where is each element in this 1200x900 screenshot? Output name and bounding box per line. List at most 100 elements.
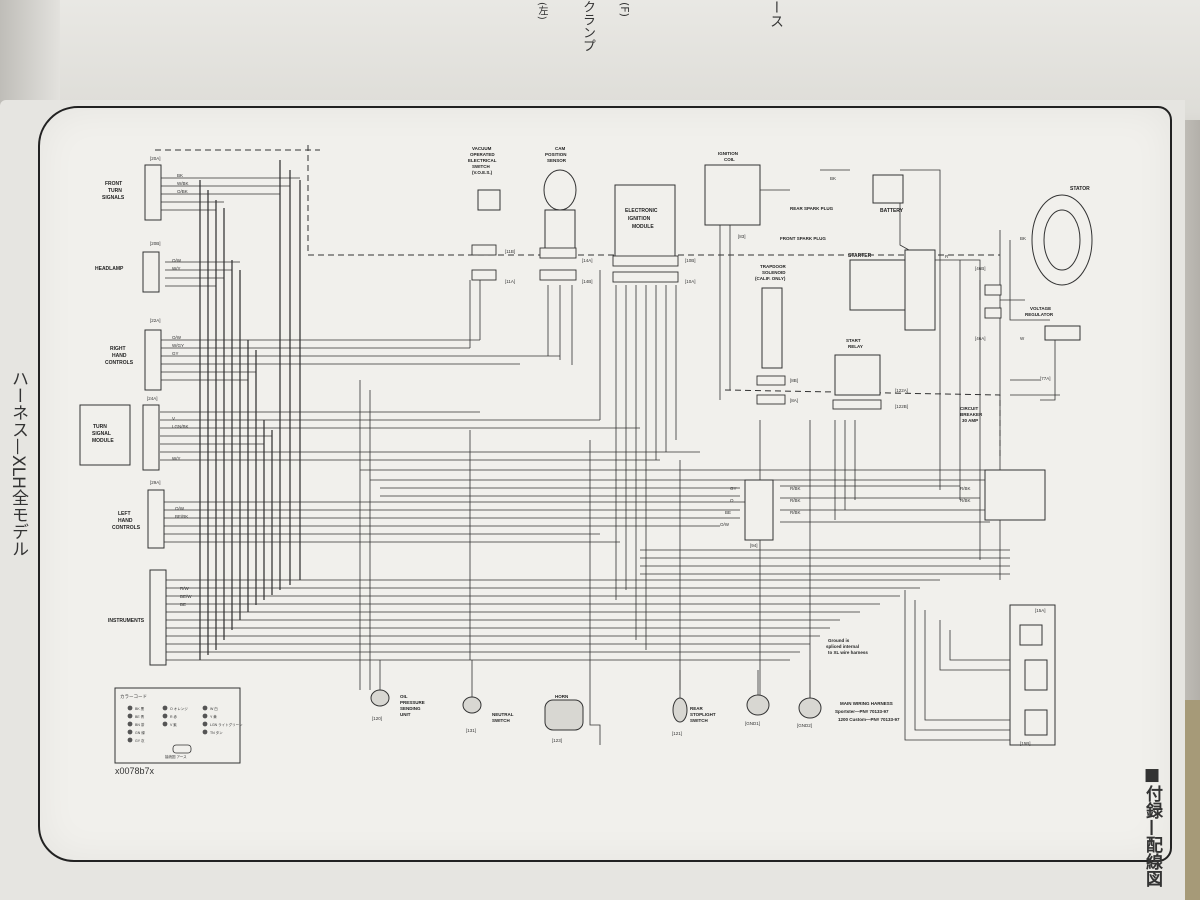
svg-text:[94]: [94]	[750, 543, 758, 548]
svg-text:[46A]: [46A]	[975, 336, 986, 341]
svg-text:O オレンジ: O オレンジ	[170, 706, 188, 711]
gnd2	[798, 697, 822, 719]
svg-text:BK 黒: BK 黒	[135, 707, 145, 711]
neutral-switch	[462, 696, 482, 714]
connector-codes: [11B] [11A] [14A] [14B] [10B] [10A] [83]…	[147, 156, 1051, 746]
svg-text:R/BK: R/BK	[960, 498, 971, 503]
svg-text:[77A]: [77A]	[1040, 376, 1051, 381]
right-vertical-title: ■付録—配線図	[1142, 765, 1162, 887]
plug-turn-module	[142, 404, 160, 471]
label-ignition-coil: IGNITION COIL	[718, 151, 739, 162]
svg-text:[122B]: [122B]	[895, 404, 908, 409]
connector-blocks	[471, 244, 1002, 410]
svg-text:[121]: [121]	[672, 731, 682, 736]
svg-text:[20A]: [20A]	[150, 156, 161, 161]
label-headlamp: HEADLAMP	[95, 266, 124, 272]
svg-text:[83]: [83]	[738, 234, 746, 239]
svg-text:R 赤: R 赤	[170, 714, 178, 719]
wire-codes: BK W/BK O/BK O/W W/Y O/W W/GY GY V LGN/B…	[172, 173, 1026, 607]
trapdoor-body	[761, 287, 783, 369]
svg-text:BN 茶: BN 茶	[135, 722, 145, 727]
svg-text:W/Y: W/Y	[172, 266, 181, 271]
svg-text:接続図 アース: 接続図 アース	[165, 754, 187, 759]
svg-text:GN 緑: GN 緑	[135, 730, 145, 735]
voes-body	[477, 189, 501, 211]
svg-text:[10B]: [10B]	[685, 258, 696, 263]
label-cam: CAM POSITION SENSOR	[545, 146, 568, 163]
jp-frag-1: クランプ	[580, 0, 595, 52]
jp-frag-4: (F)	[618, 2, 631, 17]
svg-text:[GND1]: [GND1]	[745, 721, 760, 726]
svg-text:BE/W: BE/W	[180, 594, 192, 599]
svg-text:TN タン: TN タン	[210, 730, 223, 735]
svg-text:[120]: [120]	[372, 716, 382, 721]
rear-stoplight-switch	[672, 697, 688, 723]
svg-text:[11A]: [11A]	[505, 279, 515, 284]
label-front-spark: FRONT SPARK PLUG	[780, 236, 826, 241]
svg-text:[15A]: [15A]	[1035, 608, 1046, 613]
svg-text:O/W: O/W	[720, 522, 730, 527]
label-left-controls: LEFT HAND CONTROLS	[112, 511, 141, 531]
top-components	[114, 164, 1093, 764]
svg-text:[131]: [131]	[466, 728, 476, 733]
bottom-sensors	[370, 689, 822, 731]
gnd1	[746, 694, 770, 716]
svg-text:W/GY: W/GY	[172, 343, 184, 348]
cam-sensor-disc	[543, 169, 577, 211]
plug-left-controls	[147, 489, 165, 549]
label-neutral: NEUTRAL SWITCH	[492, 712, 515, 723]
legend-text: BK 黒 BE 青 BN 茶 GN 緑 GY 灰 O オレンジ R 赤 V 紫 …	[135, 706, 243, 759]
svg-text:[46B]: [46B]	[975, 266, 986, 271]
turn-signal-module-box	[79, 404, 131, 466]
svg-text:O/W: O/W	[175, 506, 185, 511]
regulator-body	[1044, 325, 1081, 341]
svg-text:[22A]: [22A]	[150, 318, 161, 323]
svg-text:R/BK: R/BK	[790, 486, 801, 491]
jp-frag-2: ース	[768, 0, 784, 28]
label-horn: HORN	[555, 694, 568, 699]
starter-motor	[904, 249, 936, 331]
ignition-coil-box	[704, 164, 761, 226]
label-ignition-module: ELECTRONIC IGNITION MODULE	[625, 208, 659, 230]
label-title-block: MAIN WIRING HARNESS Sportster—PN# 70133-…	[835, 701, 900, 722]
svg-text:O: O	[730, 498, 734, 503]
svg-text:[20B]: [20B]	[150, 241, 161, 246]
svg-text:R/BK: R/BK	[960, 486, 971, 491]
svg-text:BE 青: BE 青	[135, 714, 145, 719]
svg-text:BK: BK	[830, 176, 836, 181]
label-stator: STATOR	[1070, 186, 1090, 192]
label-ground-note: Ground is spliced internal to XL wire ha…	[826, 638, 868, 655]
left-vertical-title: ハーネス—XLH全モデル	[8, 370, 28, 557]
svg-text:[GND2]: [GND2]	[797, 723, 812, 728]
svg-text:BK: BK	[177, 173, 183, 178]
svg-text:BE: BE	[725, 510, 731, 515]
label-turn-module: TURN SIGNAL MODULE	[92, 424, 114, 444]
svg-text:Y 黄: Y 黄	[210, 714, 217, 719]
svg-text:LGN/BK: LGN/BK	[172, 424, 189, 429]
legend-title: カラーコード	[120, 694, 147, 700]
diagram-labels: FRONT TURN SIGNALS HEADLAMP RIGHT HAND C…	[92, 146, 1090, 723]
svg-text:BE: BE	[180, 602, 186, 607]
stator-inner	[1043, 209, 1081, 271]
label-circuit-breaker: CIRCUIT BREAKER 30 AMP	[960, 406, 984, 423]
svg-text:[14A]: [14A]	[582, 258, 593, 263]
svg-text:R/W: R/W	[180, 586, 190, 591]
start-relay-box	[834, 354, 881, 396]
svg-text:[10A]: [10A]	[685, 279, 696, 284]
svg-text:W/BK: W/BK	[177, 181, 189, 186]
svg-text:[8A]: [8A]	[790, 398, 798, 403]
oil-pressure-unit	[370, 689, 390, 707]
label-instruments: INSTRUMENTS	[108, 618, 145, 624]
svg-text:W 白: W 白	[210, 706, 218, 711]
sensor-leads	[379, 660, 811, 745]
svg-text:[14B]: [14B]	[582, 279, 593, 284]
svg-text:R: R	[945, 254, 949, 259]
harness-verticals	[199, 160, 301, 660]
connector-94	[744, 479, 774, 541]
svg-text:[29A]: [29A]	[150, 480, 161, 485]
label-regulator: VOLTAGE REGULATOR	[1025, 306, 1054, 317]
starter-body	[849, 259, 911, 311]
label-rear-stoplight: REAR STOPLIGHT SWITCH	[690, 706, 717, 723]
svg-text:V: V	[172, 416, 175, 421]
